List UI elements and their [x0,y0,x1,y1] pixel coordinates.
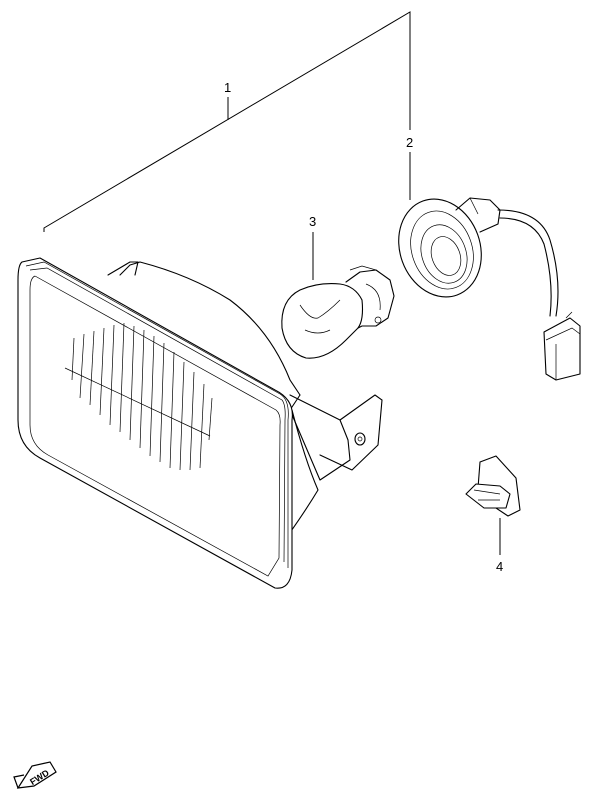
fwd-arrow-icon: FWD [13,761,57,789]
bulb [281,265,395,359]
leader-lines [43,11,501,555]
callout-part-3: 3 [309,214,316,229]
clip [465,455,521,517]
headlight-assembly [17,257,383,589]
callout-part-4: 4 [496,559,503,574]
lens-pattern [64,322,213,471]
callout-part-1: 1 [224,80,231,95]
callout-part-2: 2 [406,135,413,150]
socket-with-harness [398,197,581,381]
